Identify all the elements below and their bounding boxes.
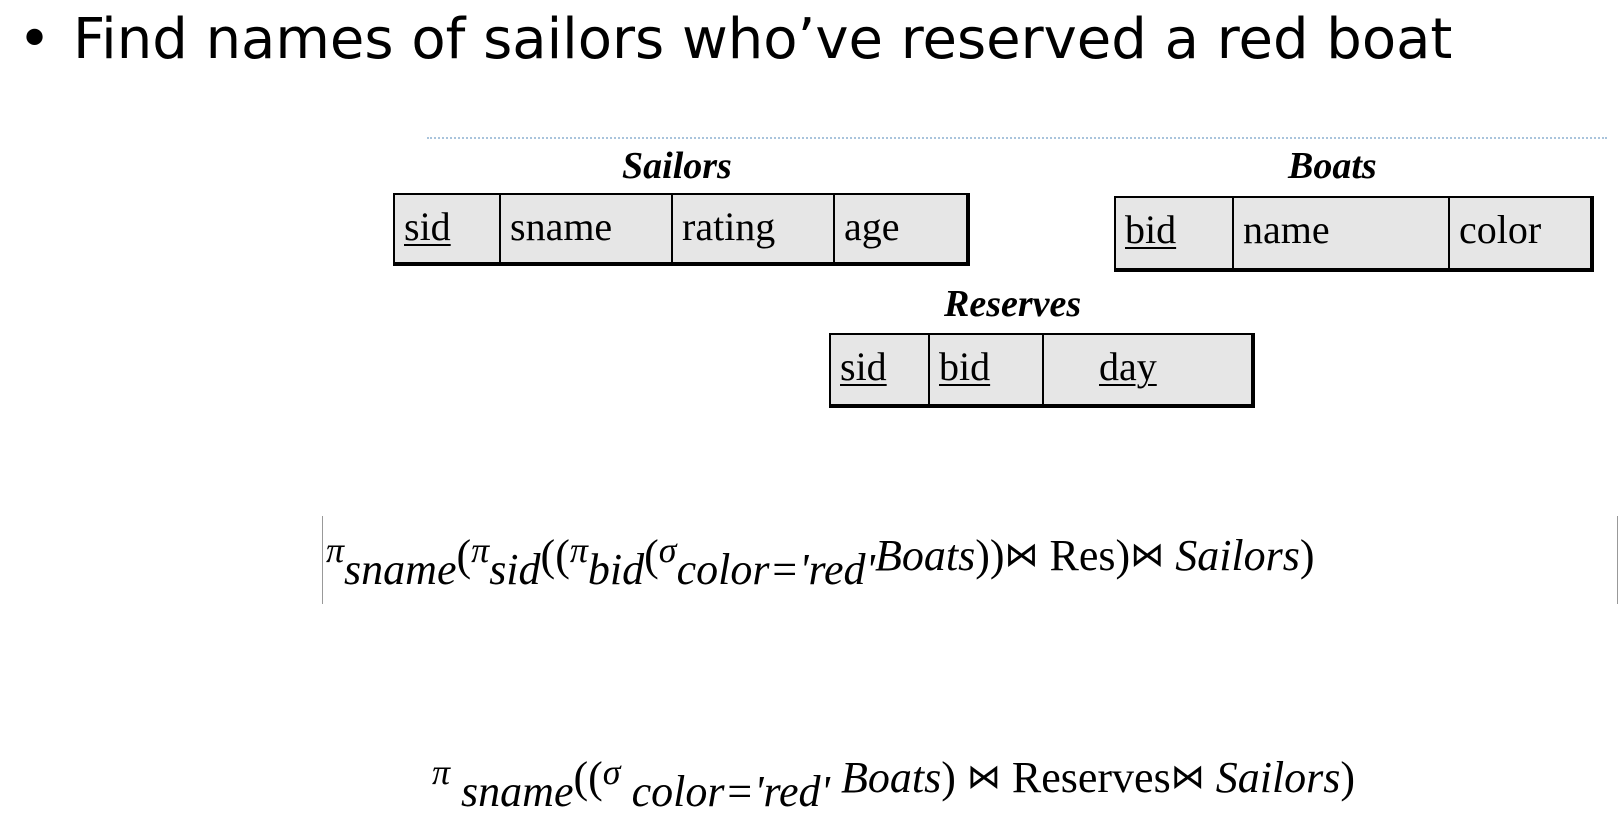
boats-col-bid: bid	[1116, 198, 1234, 268]
boats-schema: bid name color	[1114, 196, 1594, 272]
projection-attr-sname: sname	[344, 545, 457, 594]
formula1-right-bar	[1617, 516, 1618, 604]
reserves-col-day: day	[1099, 344, 1157, 389]
formula1-left-bar	[322, 516, 323, 604]
join-symbol: ⋈	[966, 759, 1001, 796]
bullet-icon: •	[18, 7, 52, 72]
heading-text: Find names of sailors who’ve reserved a …	[73, 7, 1453, 72]
sailors-schema: sid sname rating age	[393, 193, 970, 266]
relation-boats: Boats	[840, 753, 942, 802]
relation-boats: Boats	[874, 531, 976, 580]
sailors-col-age: age	[844, 204, 900, 249]
reserves-title: Reserves	[944, 283, 1082, 325]
sailors-title: Sailors	[622, 145, 732, 187]
projection-attr-bid: bid	[587, 545, 645, 594]
reserves-col-sid: sid	[831, 335, 930, 404]
slide-heading: • Find names of sailors who’ve reserved a…	[18, 2, 1452, 78]
boats-col-color: color	[1459, 207, 1542, 252]
dotted-divider	[427, 137, 1607, 139]
join-symbol: ⋈	[1004, 537, 1039, 574]
boats-title: Boats	[1288, 145, 1377, 187]
sailors-col-sname: sname	[501, 195, 673, 262]
projection-symbol: π	[471, 530, 490, 570]
selection-symbol: σ	[602, 752, 621, 792]
sailors-col-rating: rating	[673, 195, 835, 262]
formula-2: π sname((σ color='red' Boats) ⋈ Reserves…	[432, 752, 1356, 816]
join-symbol: ⋈	[1170, 759, 1205, 796]
join-symbol: ⋈	[1130, 537, 1165, 574]
formula-1: πsname(πsid((πbid(σcolor='red'Boats))⋈ R…	[326, 530, 1315, 594]
selection-condition: color='red'	[676, 545, 875, 594]
relation-sailors: Sailors	[1175, 531, 1300, 580]
projection-attr-sid: sid	[489, 545, 541, 594]
projection-symbol: π	[326, 530, 345, 570]
selection-condition: color='red'	[631, 767, 830, 816]
projection-attr-sname: sname	[461, 767, 574, 816]
reserves-schema: sid bid day	[829, 333, 1255, 408]
projection-symbol: π	[432, 752, 451, 792]
reserves-col-bid: bid	[930, 335, 1044, 404]
projection-symbol: π	[569, 530, 588, 570]
relation-res: Res	[1049, 531, 1116, 580]
selection-symbol: σ	[658, 530, 677, 570]
relation-sailors: Sailors	[1215, 753, 1341, 802]
relation-reserves: Reserves	[1011, 753, 1171, 802]
boats-col-name: name	[1234, 198, 1450, 268]
sailors-col-sid: sid	[395, 195, 501, 262]
